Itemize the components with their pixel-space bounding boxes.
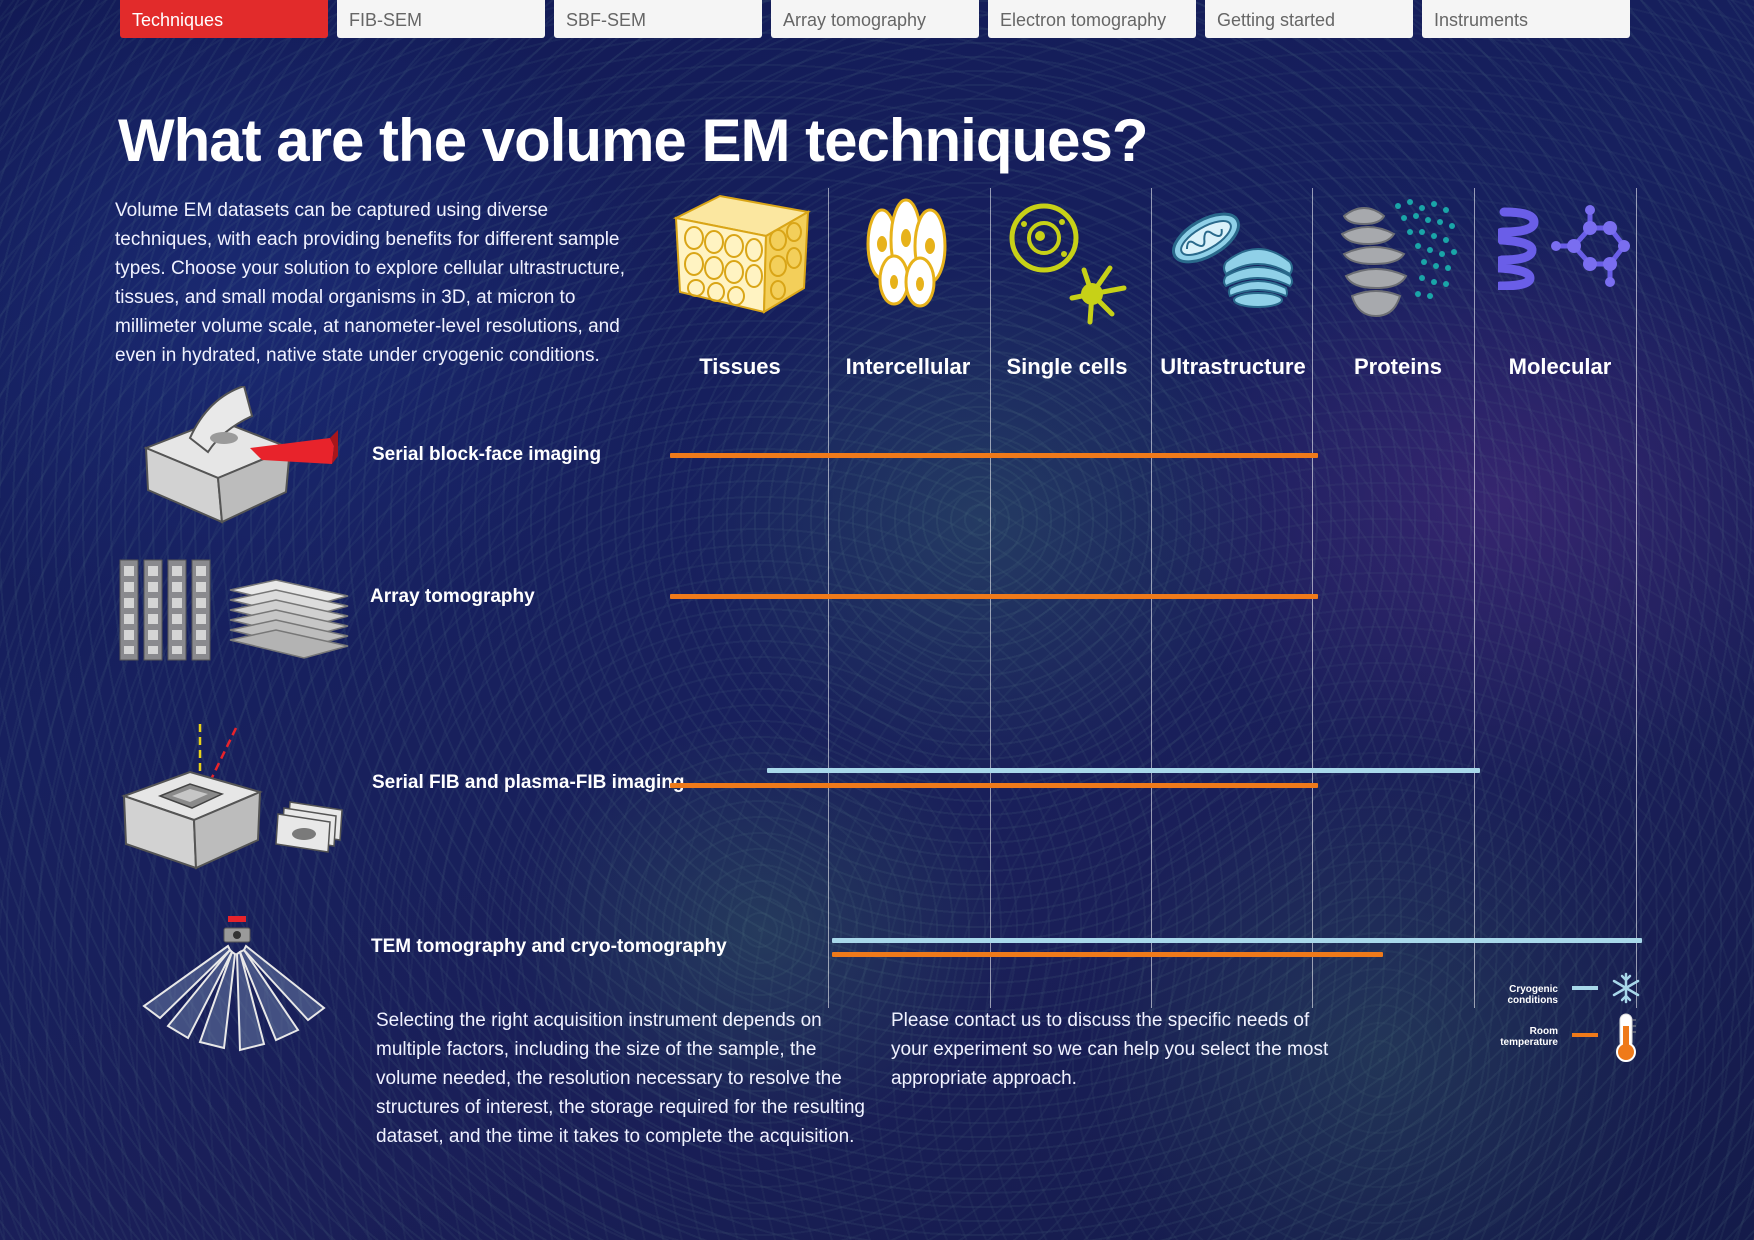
legend-cryogenic-swatch — [1572, 986, 1598, 990]
fib-sem-imaging-icon — [120, 724, 343, 870]
protein-structure-icon — [1340, 199, 1457, 318]
tab-electron-tomography[interactable]: Electron tomography — [988, 0, 1196, 38]
block-face-imaging-icon — [143, 386, 338, 524]
technique-serial-fib: Serial FIB and plasma-FIB imaging — [372, 772, 685, 793]
range-bar-room-temp — [670, 594, 1318, 599]
single-cell-neuron-icon — [1009, 203, 1127, 325]
thermometer-icon — [1616, 1013, 1636, 1062]
tab-instruments[interactable]: Instruments — [1422, 0, 1630, 38]
range-bar-room-temp — [670, 783, 1318, 788]
tab-fib-sem[interactable]: FIB-SEM — [337, 0, 545, 38]
page-title: What are the volume EM techniques? — [118, 107, 1149, 174]
contact-text: Please contact us to discuss the specifi… — [891, 1010, 1329, 1089]
molecular-structure-icon — [1498, 205, 1630, 290]
tab-array-tomography[interactable]: Array tomography — [771, 0, 979, 38]
technique-tem-tomography: TEM tomography and cryo-tomography — [371, 936, 727, 957]
intercellular-cells-icon — [866, 198, 947, 308]
organelle-ultrastructure-icon — [1172, 212, 1293, 308]
range-bar-cryogenic — [832, 938, 1642, 943]
tem-tomography-icon — [142, 916, 326, 1052]
top-nav: Techniques FIB-SEM SBF-SEM Array tomogra… — [120, 0, 1630, 38]
tissue-cube-icon — [672, 194, 811, 314]
legend-room-temp-swatch — [1572, 1033, 1598, 1037]
technique-serial-block-face: Serial block-face imaging — [372, 444, 602, 465]
scale-molecular: Molecular — [1508, 354, 1612, 379]
snowflake-icon — [1612, 972, 1640, 1004]
range-bar-room-temp — [832, 952, 1383, 957]
tab-getting-started[interactable]: Getting started — [1205, 0, 1413, 38]
scale-single-cells: Single cells — [1006, 354, 1128, 379]
scale-ultrastructure: Ultrastructure — [1160, 354, 1306, 379]
intro-text: Volume EM datasets can be captured using… — [115, 200, 626, 366]
scale-intercellular: Intercellular — [845, 354, 971, 379]
tab-sbf-sem[interactable]: SBF-SEM — [554, 0, 762, 38]
range-bar-cryogenic — [767, 768, 1480, 773]
column-divider — [1636, 188, 1637, 1008]
technique-array-tomography: Array tomography — [370, 586, 535, 607]
tab-techniques[interactable]: Techniques — [120, 0, 328, 38]
range-bar-room-temp — [670, 453, 1318, 458]
column-divider — [1474, 188, 1475, 1008]
selection-guidance-text: Selecting the right acquisition instrume… — [376, 1010, 865, 1147]
array-tomography-icon — [119, 559, 349, 661]
scale-tissues: Tissues — [699, 354, 781, 379]
scale-proteins: Proteins — [1353, 354, 1443, 379]
